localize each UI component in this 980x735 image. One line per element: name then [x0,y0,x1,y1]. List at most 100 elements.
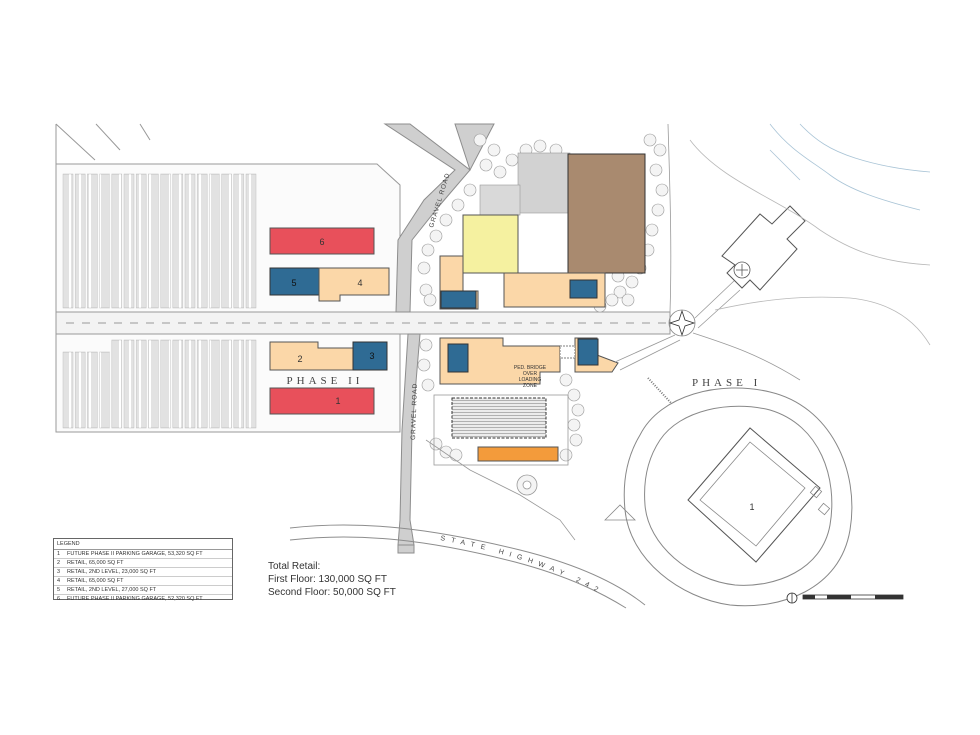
parking-stall-column [209,173,220,309]
scale-bar [786,592,904,604]
parking-stall-rows [62,173,257,429]
legend-item-text: FUTURE PHASE II PARKING GARAGE, 53,320 S… [67,551,203,557]
tree [651,203,665,217]
parking-stall-column [148,339,159,429]
building-3-retail-upper [352,341,388,371]
legend-item-number: 1 [57,551,61,557]
roundabout-center [522,480,532,490]
tree [449,448,463,462]
parking-stall-column [135,339,147,429]
legend-item-number: 6 [57,596,61,602]
parking-stall-column [99,173,110,309]
parking-stall-column [123,339,135,429]
ped-bridge-label: PED. BRIDGE OVER LOADING ZONE [514,365,547,389]
compass-star-icon [668,309,696,337]
parking-stall-column [123,173,135,309]
anchor-store [567,153,646,274]
parking-stall-column [74,173,86,309]
tree [605,293,619,307]
parking-stall-column [160,339,171,429]
phase-one-development: PED. BRIDGE OVER LOADING ZONE PHASE I [417,123,801,541]
highway-label: STATE HIGHWAY 242 [440,535,605,596]
tree [421,243,435,257]
legend-row: 1 FUTURE PHASE II PARKING GARAGE, 53,320 … [54,550,232,559]
tree [567,418,581,432]
parking-stall-column [74,351,86,429]
legend-item-text: RETAIL, 2ND LEVEL, 23,000 SQ FT [67,569,157,575]
first-floor-total: First Floor: 130,000 SQ FT [268,574,387,585]
tree [653,143,667,157]
svg-text:PED. BRIDGE: PED. BRIDGE [514,365,547,371]
east-road [694,279,741,329]
legend-item-number: 5 [57,587,61,593]
parking-stall-column [87,173,98,309]
pedestrian-walkway [614,334,681,371]
tree [451,198,465,212]
tree [417,261,431,275]
tree [421,378,435,392]
parking-stall-column [245,173,257,309]
building-5-number: 5 [291,278,296,288]
parking-stall-column [62,173,74,309]
building-6-garage [269,227,375,255]
southeast-road [692,332,801,381]
legend-title: LEGEND [54,539,232,550]
tree [625,275,639,289]
tree [463,183,477,197]
svg-text:LOADING: LOADING [519,377,542,383]
building-2-number: 2 [297,354,302,364]
tree [645,223,659,237]
service-lot-2 [479,184,521,216]
parking-stall-column [172,173,184,309]
tree [423,293,437,307]
tree [559,373,573,387]
parking-stall-column [62,351,74,429]
tree [621,293,635,307]
retail-upper-south [447,343,469,373]
orange-building [477,446,559,462]
building-4-retail [318,267,390,302]
svg-text:OVER: OVER [523,371,538,377]
phase-one-label: PHASE I [692,377,761,389]
retail-totals: Total Retail: First Floor: 130,000 SQ FT… [268,560,396,599]
parking-garage [451,397,547,439]
parking-stall-column [184,173,196,309]
stadium-field [687,427,821,563]
tree [643,133,657,147]
parking-stall-column [209,339,220,429]
main-boulevard [55,311,671,335]
legend-item-text: RETAIL, 2ND LEVEL, 27,000 SQ FT [67,587,157,593]
tree [429,229,443,243]
tree [613,285,627,299]
legend-item-text: RETAIL, 65,000 SQ FT [67,560,124,566]
access-road [425,439,576,541]
legend-item-text: FUTURE PHASE II PARKING GARAGE, 52,320 S… [67,596,203,602]
parking-stall-column [196,173,208,309]
tree [417,358,431,372]
retail-upper-east [569,279,598,299]
tree [419,338,433,352]
stair-walkway [647,377,673,405]
building-1-garage [269,387,375,415]
tree [487,143,501,157]
tree [649,163,663,177]
parking-stall-column [172,339,184,429]
parking-stall-column [233,173,245,309]
contour-lines [689,139,931,346]
tree [505,153,519,167]
tree [655,183,669,197]
parking-stall-column [99,351,110,429]
parking-stall-column [221,173,232,309]
gravel-road-label-bottom: GRAVEL ROAD [410,383,419,440]
building-1-number: 1 [335,396,340,406]
retail-building-south [439,337,561,385]
second-floor-total: Second Floor: 50,000 SQ FT [268,587,396,598]
tree [571,403,585,417]
parking-stall-column [184,339,196,429]
stadium: 1 [604,387,853,607]
tree [533,139,547,153]
